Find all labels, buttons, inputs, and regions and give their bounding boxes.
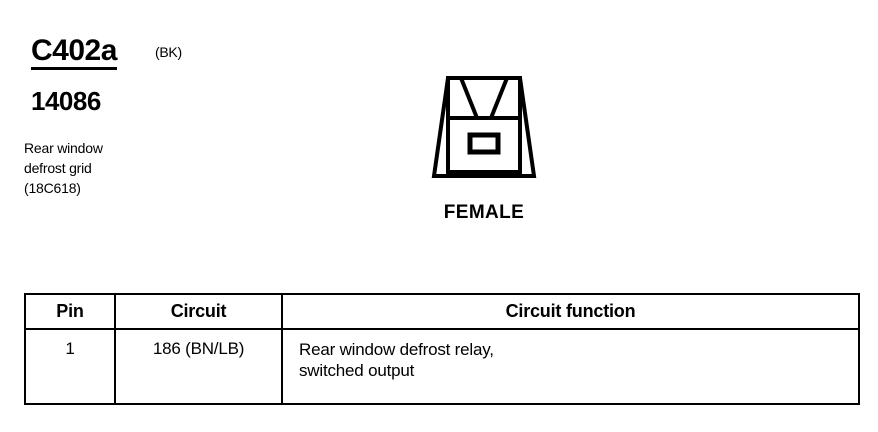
table-row: 1 186 (BN/LB) Rear window defrost relay,…: [24, 328, 860, 405]
connector-gender-label: FEMALE: [443, 202, 525, 223]
table-header-row: Pin Circuit Circuit function: [24, 293, 860, 330]
cell-circuit-code: 186 (BN/LB): [114, 328, 283, 405]
description-line-3: (18C618): [24, 180, 81, 196]
connector-keyway-notch: [459, 77, 509, 120]
circuit-function-line-1: Rear window defrost relay,: [299, 340, 494, 359]
connector-cavity-1: [467, 132, 501, 155]
connector-inner-face: [446, 76, 522, 174]
description-line-2: defrost grid: [24, 160, 92, 176]
description-line-1: Rear window: [24, 140, 103, 156]
connector-description: Rear window defrost grid (18C618): [24, 138, 103, 198]
cell-circuit-function: Rear window defrost relay, switched outp…: [281, 328, 860, 405]
pin-table: Pin Circuit Circuit function 1 186 (BN/L…: [24, 293, 860, 405]
connector-part-number: 14086: [31, 86, 101, 116]
cell-pin-number: 1: [24, 328, 116, 405]
female-connector-icon: [431, 76, 537, 178]
connector-id-title: C402a: [31, 36, 117, 70]
column-header-pin: Pin: [24, 293, 116, 330]
connector-figure: FEMALE: [424, 66, 544, 236]
circuit-function-line-2: switched output: [299, 361, 415, 380]
connector-color-code: (BK): [155, 44, 182, 60]
column-header-circuit: Circuit: [114, 293, 283, 330]
column-header-circuit-function: Circuit function: [281, 293, 860, 330]
